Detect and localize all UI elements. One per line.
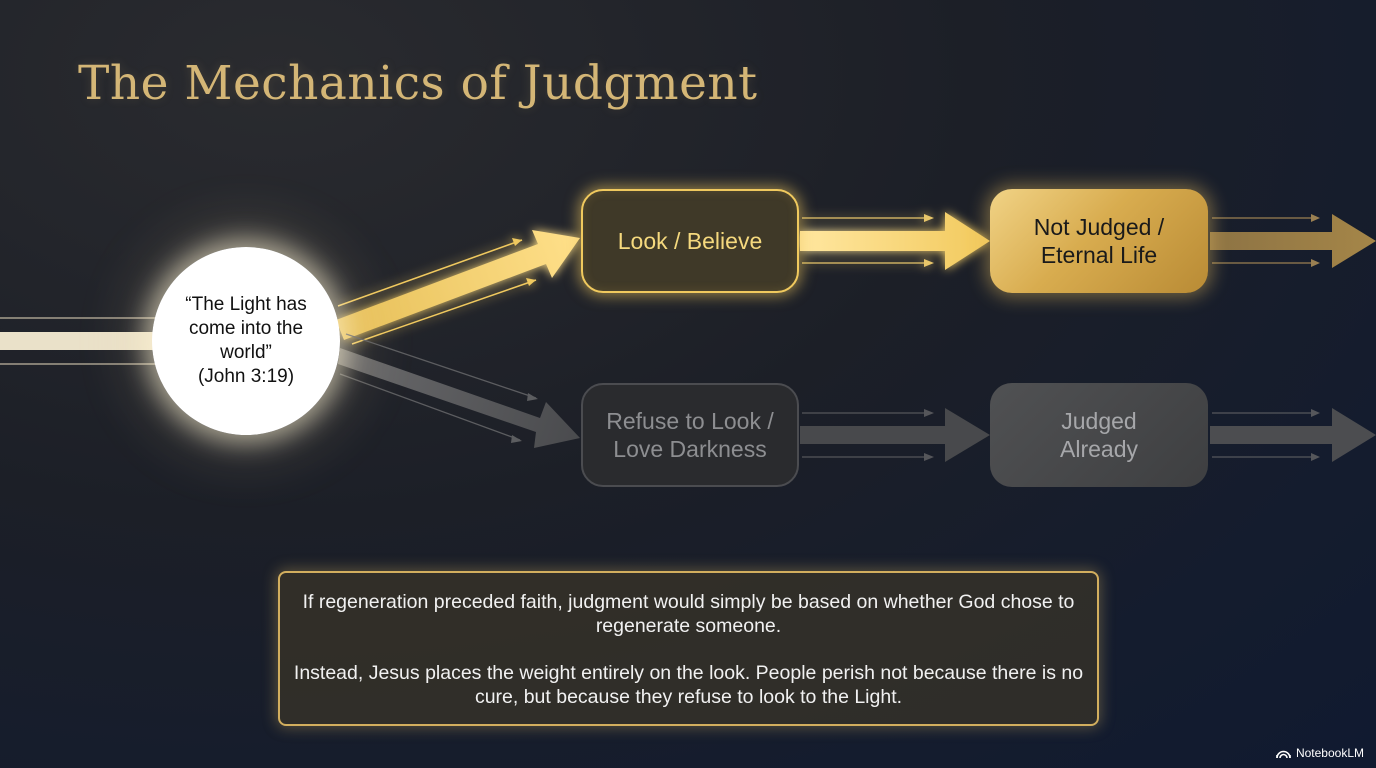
source-quote: “The Light has come into the world”	[185, 294, 307, 363]
incoming-light-beam	[0, 317, 165, 365]
look-believe-node: Look / Believe	[581, 189, 799, 293]
brand-watermark: NotebookLM	[1276, 746, 1364, 760]
judged-label-line1: Judged	[1061, 408, 1137, 434]
light-source-node: “The Light has come into the world” (Joh…	[152, 247, 340, 435]
refuse-arrow	[338, 333, 580, 448]
refuse-label-line1: Refuse to Look /	[606, 408, 774, 434]
refuse-label-line2: Love Darkness	[613, 436, 767, 462]
page-title: The Mechanics of Judgment	[78, 56, 758, 111]
look-believe-label: Look / Believe	[617, 228, 763, 254]
source-citation: (John 3:19)	[197, 366, 295, 387]
brand-name: NotebookLM	[1295, 746, 1364, 760]
eternal-life-label-line2: Eternal Life	[1040, 242, 1158, 268]
eternal-life-label-line1: Not Judged /	[1033, 214, 1165, 240]
judged-out-arrow	[1210, 408, 1376, 462]
explanation-paragraph-2: Instead, Jesus places the weight entirel…	[293, 662, 1084, 708]
refuse-node: Refuse to Look / Love Darkness	[581, 383, 799, 487]
refuse-to-outcome-arrow	[800, 408, 990, 462]
explanation-paragraph-1: If regeneration preceded faith, judgment…	[302, 591, 1075, 637]
eternal-life-out-arrow	[1210, 214, 1376, 268]
judged-node: Judged Already	[990, 383, 1208, 487]
explanation-box: If regeneration preceded faith, judgment…	[278, 571, 1099, 726]
notebooklm-logo-icon	[1276, 750, 1291, 758]
believe-to-outcome-arrow	[800, 212, 990, 270]
judged-label-line2: Already	[1060, 436, 1138, 462]
believe-arrow	[336, 230, 580, 345]
eternal-life-node: Not Judged / Eternal Life	[990, 189, 1208, 293]
